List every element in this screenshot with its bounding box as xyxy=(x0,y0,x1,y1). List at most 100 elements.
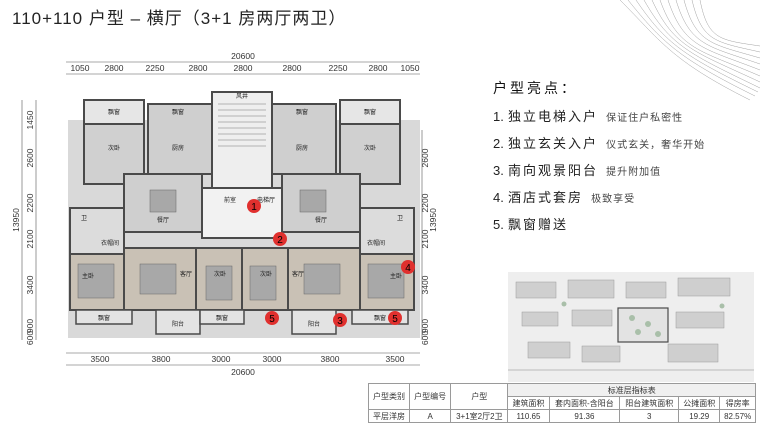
highlight-title: 南向观景阳台 xyxy=(507,164,598,179)
top-dim: 2800 xyxy=(234,63,253,73)
highlight-title: 独立玄关入户 xyxy=(507,137,598,152)
table-header: 阳台建筑面积 xyxy=(619,396,680,410)
table-cell: 3 xyxy=(619,409,680,423)
marker-1 xyxy=(247,199,261,213)
highlight-desc: 保证住户私密性 xyxy=(606,113,684,124)
bottom-dim: 3800 xyxy=(321,354,340,364)
right-dim: 600 xyxy=(420,331,430,345)
room-label: 飘窗 xyxy=(374,314,386,322)
room-label: 厨房 xyxy=(172,144,184,152)
left-dim: 900 xyxy=(25,319,35,333)
top-dim: 2250 xyxy=(329,63,348,73)
table-row: 平层洋房 A 3+1室2厅2卫 110.65 91.36 3 19.29 82.… xyxy=(367,409,756,423)
bottom-dim: 3500 xyxy=(386,354,405,364)
room-label: 阳台 xyxy=(172,320,184,328)
room-label: 卫 xyxy=(397,215,403,222)
table-header: 建筑面积 xyxy=(507,396,550,410)
top-dim: 2250 xyxy=(146,63,165,73)
right-dim: 2600 xyxy=(420,148,430,167)
highlight-desc: 仪式玄关，奢华开始 xyxy=(606,140,706,151)
marker-label: 3 xyxy=(337,316,343,327)
building-outline xyxy=(68,91,420,338)
room-label: 客厅 xyxy=(180,270,192,278)
marker-label: 1 xyxy=(251,202,257,213)
highlight-item: 4. 酒店式套房 极致享受 xyxy=(493,187,743,206)
bottom-dim: 3000 xyxy=(263,354,282,364)
page-title: 110+110 户型 – 横厅（3+1 房两厅两卫） xyxy=(12,9,347,28)
highlight-desc: 提升附加值 xyxy=(606,167,662,178)
top-dim: 2800 xyxy=(189,63,208,73)
marker-3 xyxy=(333,313,347,327)
room-label: 次卧 xyxy=(364,144,376,152)
bottom-dim: 3500 xyxy=(91,354,110,364)
marker-label: 4 xyxy=(405,263,411,274)
table-header: 户型编号 xyxy=(409,383,452,410)
left-dim: 2200 xyxy=(25,193,35,212)
room-label: 电梯厅 xyxy=(257,196,275,204)
table-header-row: 建筑面积 套内面积-含阳台 阳台建筑面积 公摊面积 得房率 xyxy=(369,396,756,410)
left-dim: 600 xyxy=(25,331,35,345)
room-label: 卫 xyxy=(81,215,87,222)
room-label: 衣帽间 xyxy=(367,239,385,247)
floor-plan: 20600 1050 2800 2250 2800 2800 2800 2250… xyxy=(11,51,438,377)
decorative-wave-lines xyxy=(619,0,760,101)
marker-5 xyxy=(265,311,279,325)
marker-label: 5 xyxy=(269,314,275,325)
left-total-dim: 13950 xyxy=(11,208,21,232)
right-dim: 900 xyxy=(420,319,430,333)
left-dim: 2100 xyxy=(25,229,35,248)
room-label: 次卧 xyxy=(260,270,272,278)
highlight-title: 独立电梯入户 xyxy=(507,110,598,125)
highlight-item: 2. 独立玄关入户 仪式玄关，奢华开始 xyxy=(493,133,743,152)
room-label: 厨房 xyxy=(296,144,308,152)
highlight-number: 1. xyxy=(493,109,504,124)
table-cell: 110.65 xyxy=(507,409,550,423)
room-label: 飘窗 xyxy=(296,108,308,116)
table-cell: 3+1室2厅2卫 xyxy=(450,409,509,423)
room-label: 次卧 xyxy=(108,144,120,152)
highlights-heading: 户型亮点： xyxy=(493,81,578,97)
room-label: 衣帽间 xyxy=(101,239,119,247)
table-header: 套内面积-含阳台 xyxy=(548,396,621,410)
room-label: 风井 xyxy=(236,92,248,100)
highlight-number: 5. xyxy=(493,217,504,232)
bottom-dim: 3000 xyxy=(212,354,231,364)
table-cell: 平层洋房 xyxy=(367,409,411,423)
room-label: 客厅 xyxy=(292,270,304,278)
room-label: 飘窗 xyxy=(216,314,228,322)
metrics-table: 户型类别 户型编号 户型 标准层指标表 建筑面积 套内面积-含阳台 阳台建筑面积… xyxy=(367,383,756,423)
left-dim: 3400 xyxy=(25,275,35,294)
highlight-item: 1. 独立电梯入户 保证住户私密性 xyxy=(493,106,743,125)
right-dim: 2200 xyxy=(420,193,430,212)
highlight-number: 2. xyxy=(493,136,504,151)
highlight-title: 酒店式套房 xyxy=(507,191,583,206)
bottom-total-dim: 20600 xyxy=(231,367,255,377)
right-dim: 2100 xyxy=(420,229,430,248)
table-header: 公摊面积 xyxy=(678,396,721,410)
marker-4 xyxy=(401,260,415,274)
bottom-dim: 3800 xyxy=(152,354,171,364)
table-cell: 19.29 xyxy=(678,409,721,423)
left-dim: 1450 xyxy=(25,110,35,129)
table-cell: 82.57% xyxy=(719,409,756,423)
top-dim: 2800 xyxy=(105,63,124,73)
highlight-item: 3. 南向观景阳台 提升附加值 xyxy=(493,160,743,179)
site-plan-image xyxy=(508,272,754,382)
table-caption-row: 户型类别 户型编号 户型 标准层指标表 xyxy=(367,383,756,410)
room-label: 飘窗 xyxy=(108,108,120,116)
top-total-dim: 20600 xyxy=(231,51,255,61)
top-dim: 1050 xyxy=(71,63,90,73)
highlight-number: 4. xyxy=(493,190,504,205)
room-label: 主卧 xyxy=(390,272,402,280)
table-caption: 标准层指标表 xyxy=(507,383,756,397)
marker-label: 2 xyxy=(277,235,283,246)
room-label: 餐厅 xyxy=(157,216,169,224)
marker-5 xyxy=(388,311,402,325)
top-dim: 2800 xyxy=(283,63,302,73)
marker-2 xyxy=(273,232,287,246)
room-label: 餐厅 xyxy=(315,216,327,224)
left-dim: 2600 xyxy=(25,148,35,167)
top-dim: 2800 xyxy=(369,63,388,73)
table-cell: A xyxy=(409,409,452,423)
room-label: 主卧 xyxy=(82,272,94,280)
